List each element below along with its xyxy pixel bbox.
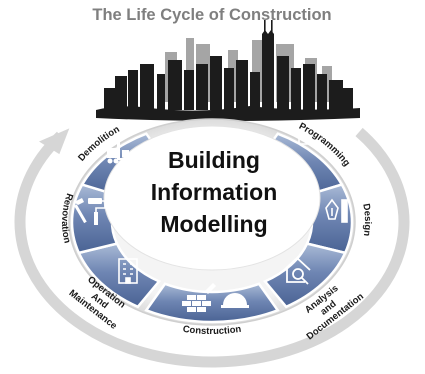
pen-nib-ruler-icon bbox=[325, 198, 348, 223]
stage-label-construction: Construction bbox=[182, 324, 242, 337]
center-hub bbox=[103, 125, 321, 271]
forklift-boxes-icon bbox=[103, 142, 129, 164]
office-building-icon bbox=[118, 258, 138, 284]
center-title-line-3: Modelling bbox=[160, 211, 267, 237]
hammer-paint-roller-icon bbox=[74, 198, 106, 225]
house-magnifier-icon bbox=[283, 256, 311, 285]
stage-label-design: Design bbox=[360, 203, 373, 237]
center-title-line-1: Building bbox=[168, 147, 260, 173]
outer-cycle-arrow bbox=[14, 127, 410, 368]
diagram-title: The Life Cycle of Construction bbox=[92, 6, 331, 24]
segment-construction bbox=[144, 282, 280, 324]
segment-analysis bbox=[262, 242, 347, 309]
city-skyline bbox=[96, 20, 360, 121]
center-title-line-2: Information bbox=[151, 179, 278, 205]
clipboard-checklist-icon bbox=[298, 121, 316, 145]
bricks-trowel-hardhat-icon bbox=[182, 283, 249, 312]
